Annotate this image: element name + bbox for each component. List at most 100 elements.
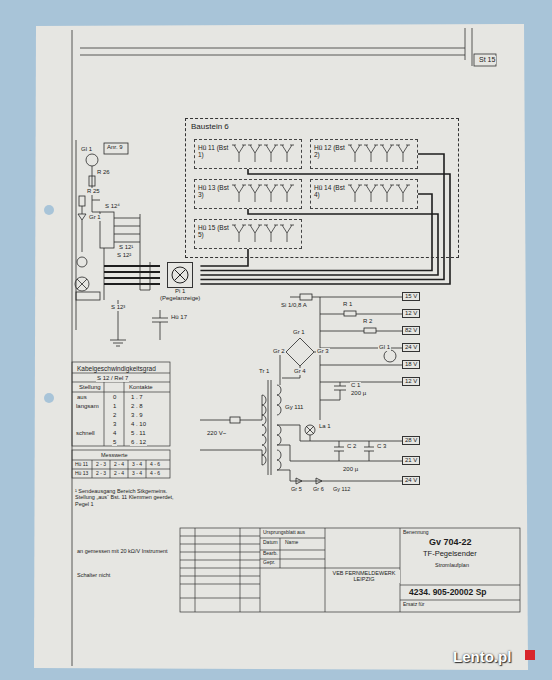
wire-line — [364, 441, 374, 461]
plug-contact — [364, 185, 378, 202]
wire-line — [296, 478, 322, 484]
component-label: 200 µ — [342, 466, 359, 473]
title-block-text: Gepr. — [262, 560, 276, 566]
punch-hole — [44, 393, 54, 403]
plug-contact — [264, 185, 278, 202]
wire-line — [72, 373, 170, 374]
component-label: C 1 — [350, 382, 361, 389]
wire-line — [240, 528, 241, 612]
wire-line — [277, 425, 402, 481]
component-label: Gr 1 — [88, 214, 102, 221]
table-cell: 6 . 12 — [130, 439, 147, 446]
table-cell: 1 . 7 — [130, 394, 144, 401]
tables — [72, 362, 170, 478]
punch-hole — [44, 205, 54, 215]
table-cell: Kabelgeschwindigkeitsgrad — [76, 365, 157, 372]
component-label: Anr. 9 — [106, 144, 124, 151]
component-symbol — [79, 196, 85, 206]
wire-line — [286, 338, 314, 366]
module-name: Hü 11 (Bst 1) — [198, 144, 230, 159]
wire-line — [262, 395, 266, 465]
table-cell: Hü 11 — [74, 462, 89, 468]
component-label: Gy 112 — [332, 486, 351, 492]
component-symbol — [72, 362, 170, 446]
watermark: Lento.pl — [452, 648, 512, 665]
plug-contacts — [232, 145, 410, 242]
component-label: Gr 3 — [316, 348, 330, 355]
component-symbol — [100, 212, 114, 248]
wire-line — [271, 380, 272, 475]
wire-line — [195, 528, 196, 612]
wire-line — [78, 206, 86, 220]
wire-line — [72, 392, 170, 393]
component-label: Hü 17 — [170, 314, 188, 321]
component-label: Si 1/0,8 A — [280, 302, 308, 309]
voltage-terminal: 82 V — [402, 326, 420, 335]
title-block-text: Bearb. — [262, 551, 279, 557]
plug-contact — [364, 145, 378, 162]
component-symbol — [104, 143, 128, 154]
component-label: Gy 111 — [284, 404, 304, 411]
plug-contact — [280, 185, 294, 202]
wire-line — [110, 300, 126, 346]
table-cell: 2 . 8 — [130, 403, 144, 410]
plug-contact — [264, 225, 278, 242]
component-symbol — [89, 176, 95, 186]
table-cell: schnell — [75, 430, 96, 437]
wire-line — [277, 385, 281, 470]
table-cell: 2 - 4 — [113, 471, 125, 477]
note-text: Schalter nicht — [76, 572, 111, 578]
bus-wire — [200, 194, 432, 271]
component-label: S 12⁴ — [104, 203, 121, 210]
component-symbol — [474, 54, 496, 66]
circle-symbol — [384, 350, 396, 362]
wire-line — [320, 382, 346, 400]
voltage-terminal: 21 V — [402, 456, 420, 465]
plug-contact — [280, 225, 294, 242]
wire-line — [82, 200, 100, 252]
wire-line — [110, 460, 111, 478]
wire-line — [325, 528, 326, 612]
title-block-text: Datum — [262, 540, 279, 546]
component-label: Gr 6 — [312, 486, 325, 492]
table-cell: langsam — [75, 403, 100, 410]
table-cell: 2 - 4 — [113, 462, 125, 468]
voltage-value: 28 V — [405, 437, 417, 444]
plug-module: Hü 13 (Bst 3) — [194, 179, 302, 209]
component-label: Gr 5 — [290, 486, 303, 492]
plug-module: Hü 12 (Bst 2) — [310, 139, 418, 169]
circle-symbol — [75, 277, 89, 291]
table-cell: 3 — [112, 421, 117, 428]
plug-contact — [348, 185, 362, 202]
bus-wire — [200, 169, 450, 284]
voltage-terminal: 18 V — [402, 360, 420, 369]
wire-line — [152, 310, 168, 340]
voltage-value: 18 V — [405, 361, 417, 368]
circle-symbol — [86, 154, 98, 166]
bus-wire — [200, 154, 444, 280]
table-cell: aus — [76, 394, 88, 401]
title-block-text: Benennung — [402, 530, 430, 536]
wire-line — [306, 426, 314, 441]
wire-line — [128, 460, 129, 478]
table-cell: 4 — [112, 430, 117, 437]
wire-line — [92, 166, 93, 200]
wire-line — [472, 28, 473, 66]
wire-line — [200, 395, 262, 465]
component-label: S 12³ — [110, 304, 126, 311]
component-symbol — [180, 528, 520, 612]
voltage-value: 24 V — [405, 477, 417, 484]
voltage-value: 12 V — [405, 378, 417, 385]
wire-line — [146, 460, 147, 478]
frame-lines — [72, 28, 496, 666]
table-cell: Hü 13 — [74, 471, 89, 477]
plug-contact — [264, 145, 278, 162]
plug-contact — [280, 145, 294, 162]
component-label: Gr 2 — [272, 348, 286, 355]
component-symbol — [344, 311, 356, 316]
title-block-text: Ersatz für — [402, 602, 425, 608]
component-label: R 2 — [362, 318, 373, 325]
voltage-value: 82 V — [405, 327, 417, 334]
component-label: Gr 4 — [293, 368, 307, 375]
voltage-value: 12 V — [405, 310, 417, 317]
